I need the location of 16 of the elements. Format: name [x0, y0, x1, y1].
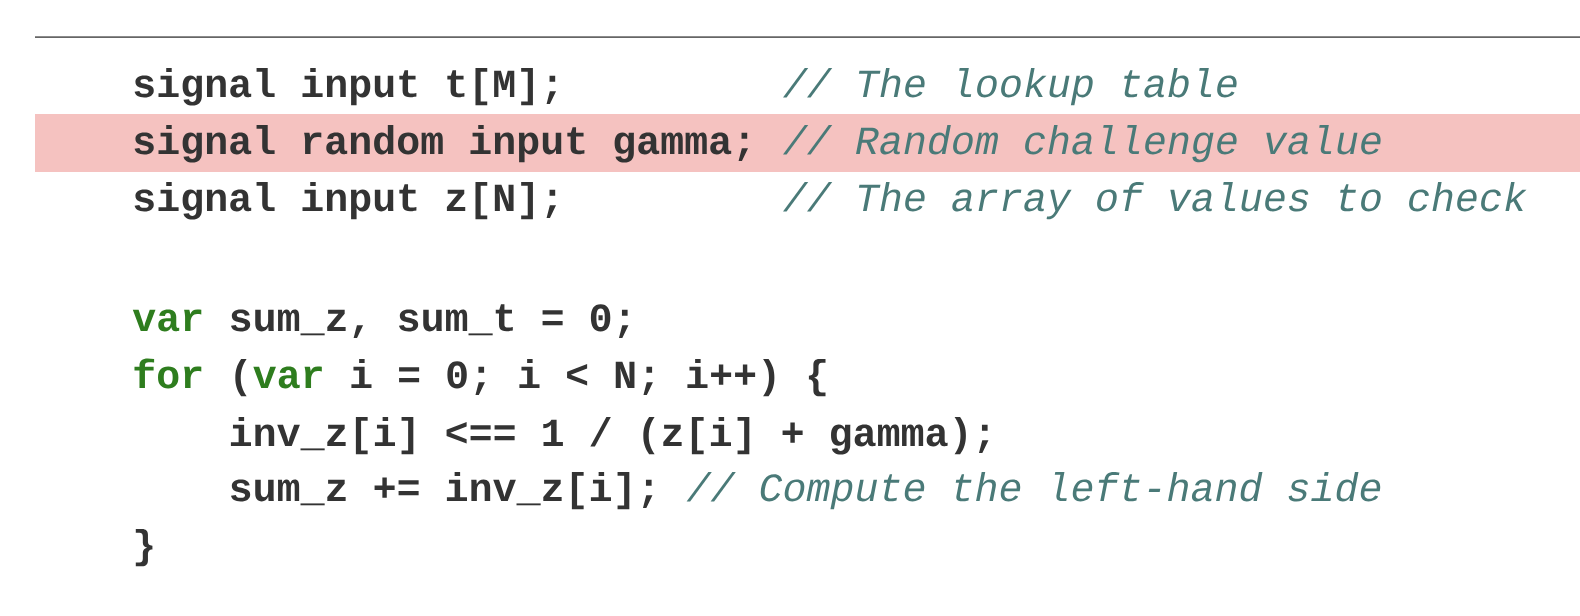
code-comment: // The lookup table — [783, 68, 1237, 106]
code-keyword: for — [134, 358, 202, 389]
code-text: } — [135, 529, 153, 567]
code-text: signal input z[N]; — [134, 182, 557, 220]
code-comment: // Compute the left-hand side — [686, 472, 1381, 510]
code-text: ( — [235, 359, 247, 397]
code-text: inv_z[i] <== 1 / (z[i] + gamma); — [230, 417, 989, 455]
code-text: i = 0; i < N; i++) { — [351, 359, 826, 397]
code-comment: // The array of values to check — [783, 182, 1527, 220]
code-text: signal random input gamma; — [134, 125, 749, 163]
code-comment: // Random challenge value — [783, 125, 1381, 163]
code-text: sum_z, sum_t = 0; — [230, 304, 629, 339]
code-keyword: var — [132, 309, 202, 332]
code-keyword: var — [253, 366, 322, 389]
code-text: signal input t[M]; — [134, 68, 557, 106]
code-text: sum_z += inv_z[i]; — [230, 472, 653, 510]
